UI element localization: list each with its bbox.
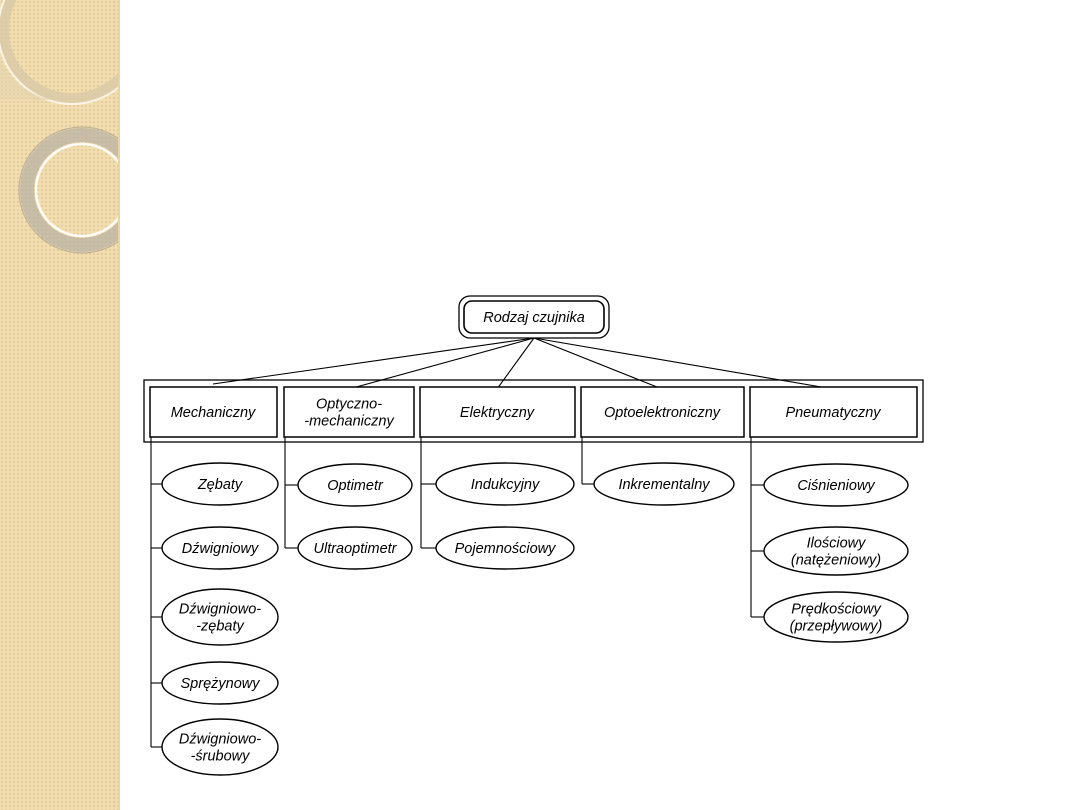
- sensor-item-label-line: Sprężynowy: [181, 676, 261, 692]
- sensor-item-label-line: -zębaty: [196, 619, 244, 635]
- sensor-item-label-line: Dźwigniowy: [182, 541, 259, 557]
- connector-line: [212, 337, 535, 385]
- sensor-item-label-line: Optimetr: [327, 478, 384, 494]
- root-node: [463, 300, 605, 334]
- connector-line: [533, 337, 663, 390]
- sensor-item-label-line: (przepływowy): [790, 619, 883, 635]
- sensor-item-node: [763, 463, 909, 507]
- connector-line: [348, 337, 535, 390]
- category-label-line: Elektryczny: [460, 405, 535, 421]
- decorative-sidebar: [0, 0, 120, 810]
- decorative-rings-icon: [0, 0, 120, 254]
- sensor-item-node: [161, 526, 279, 570]
- sensor-item-node: [763, 591, 909, 643]
- sensor-item-node: [161, 462, 279, 506]
- connector-line: [496, 337, 535, 390]
- category-band: [143, 379, 924, 443]
- sensor-item-node: [435, 462, 575, 506]
- category-label-line: Optyczno-: [316, 397, 382, 413]
- sensor-item-label-line: Pojemnościowy: [455, 541, 556, 557]
- sidebar-edge: [118, 0, 120, 810]
- sensor-item-label-line: Indukcyjny: [471, 477, 540, 493]
- sensor-item-label-line: Ultraoptimetr: [314, 541, 398, 557]
- category-label-line: Pneumatyczny: [785, 405, 881, 421]
- sensor-item-node: [297, 526, 413, 570]
- category-node: [283, 386, 415, 438]
- sensor-item-node: [297, 463, 413, 507]
- sensor-item-label-line: Prędkościowy: [791, 602, 881, 618]
- sensor-item-node: [161, 718, 279, 776]
- category-node: [419, 386, 576, 438]
- sensor-item-node: [161, 661, 279, 705]
- sensor-item-label-line: Dźwigniowo-: [179, 732, 261, 748]
- category-label-line: -mechaniczny: [304, 414, 394, 430]
- sensor-item-label-line: -śrubowy: [191, 749, 251, 765]
- sensor-item-label-line: Inkrementalny: [618, 477, 710, 493]
- category-label-line: Optoelektroniczny: [604, 405, 721, 421]
- sensor-item-label-line: Ilościowy: [807, 536, 867, 552]
- sensor-item-node: [593, 462, 735, 506]
- category-node: [749, 386, 918, 438]
- sensor-item-label-line: (natężeniowy): [791, 553, 881, 569]
- root-label: Rodzaj czujnika: [483, 310, 585, 326]
- sensor-item-label-line: Ciśnieniowy: [797, 478, 875, 494]
- sensor-item-node: [435, 526, 575, 570]
- sensor-item-node: [161, 588, 279, 646]
- sensor-item-label-line: Zębaty: [197, 477, 243, 493]
- category-node: [580, 386, 745, 438]
- connector-line: [533, 337, 834, 390]
- sensor-item-label-line: Dźwigniowo-: [179, 602, 261, 618]
- sensor-item-node: [763, 526, 909, 576]
- category-label-line: Mechaniczny: [171, 405, 256, 421]
- category-node: [149, 386, 278, 438]
